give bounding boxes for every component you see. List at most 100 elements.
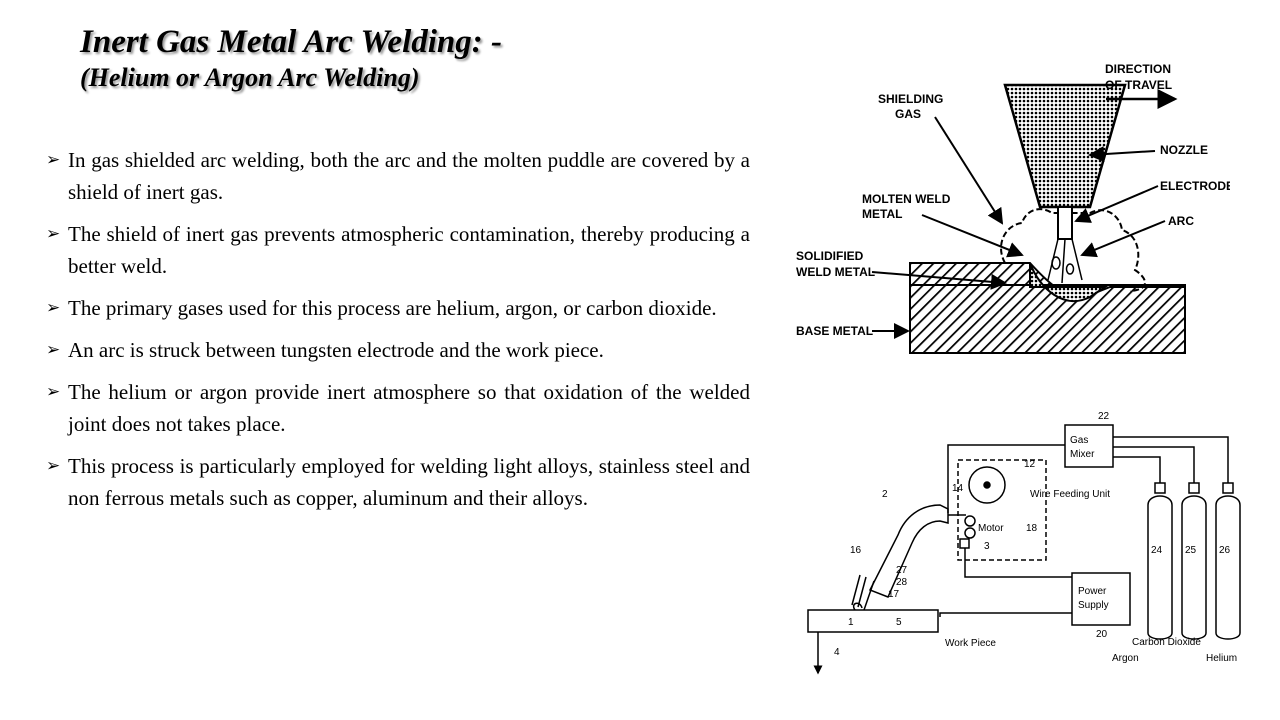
gas-line-co2 bbox=[1113, 446, 1195, 483]
wire-feeding-unit-box bbox=[957, 459, 1047, 561]
nozzle bbox=[1003, 83, 1127, 209]
arrow-bullet-icon: ➢ bbox=[46, 224, 61, 244]
welding-torch bbox=[868, 504, 949, 598]
arrow-bullet-icon: ➢ bbox=[46, 298, 61, 318]
bullet-text: The helium or argon provide inert atmosp… bbox=[68, 380, 750, 436]
power-cable bbox=[964, 548, 1072, 578]
label-helium: Helium bbox=[1206, 653, 1237, 664]
label-electrode: ELECTRODE bbox=[1160, 179, 1230, 193]
number-label: 24 bbox=[1151, 545, 1163, 556]
droplet bbox=[1065, 263, 1075, 275]
number-label: 17 bbox=[888, 589, 900, 600]
label-work-piece: Work Piece bbox=[945, 638, 996, 649]
shielding-gas-cloud bbox=[1000, 208, 1146, 292]
label-shielding-2: GAS bbox=[895, 107, 921, 121]
power-supply-box bbox=[1071, 572, 1131, 626]
number-label: 27 bbox=[896, 565, 908, 576]
torch-nozzle-line bbox=[863, 580, 875, 611]
number-label: 22 bbox=[1098, 411, 1110, 422]
number-label: 18 bbox=[1026, 523, 1038, 534]
number-label: 14 bbox=[952, 483, 964, 494]
label-gas-mixer-2: Mixer bbox=[1070, 449, 1095, 460]
label-molten-1: MOLTEN WELD bbox=[862, 192, 951, 206]
mig-equipment-schematic: Gas Mixer Wire Feeding Unit Motor Power … bbox=[807, 411, 1241, 675]
torch-nozzle-line bbox=[851, 574, 861, 606]
label-power-1: Power bbox=[1078, 586, 1107, 597]
number-label: 20 bbox=[1096, 629, 1108, 640]
label-direction-1: DIRECTION bbox=[1105, 62, 1171, 76]
number-label: 12 bbox=[1024, 459, 1036, 470]
arrow-bullet-icon: ➢ bbox=[46, 456, 61, 476]
bullet-item: ➢ The primary gases used for this process… bbox=[46, 292, 750, 324]
label-power-2: Supply bbox=[1078, 600, 1109, 611]
gas-cylinder-carbon-dioxide bbox=[1147, 495, 1173, 640]
label-nozzle: NOZZLE bbox=[1160, 143, 1208, 157]
number-label: 5 bbox=[896, 617, 902, 628]
bullet-list: ➢ In gas shielded arc welding, both the a… bbox=[46, 144, 750, 524]
label-carbon-dioxide: Carbon Dioxide bbox=[1132, 637, 1201, 648]
title-subtitle: (Helium or Argon Arc Welding) bbox=[80, 63, 420, 92]
welding-cross-section-diagram: DIRECTION OF TRAVEL SHIELDING GAS NOZZLE… bbox=[796, 62, 1230, 354]
feed-roller bbox=[964, 527, 976, 539]
label-motor: Motor bbox=[978, 523, 1004, 534]
feed-roller bbox=[964, 515, 976, 527]
number-label: 26 bbox=[1219, 545, 1231, 556]
droplet bbox=[1051, 256, 1061, 270]
weld-pool bbox=[1029, 262, 1109, 303]
number-label: 2 bbox=[882, 489, 888, 500]
leader-shielding-gas bbox=[934, 116, 1004, 225]
bullet-item: ➢ The helium or argon provide inert atmos… bbox=[46, 376, 750, 440]
number-label: 3 bbox=[984, 541, 990, 552]
arrow-bullet-icon: ➢ bbox=[46, 382, 61, 402]
cylinder-valve bbox=[1222, 482, 1234, 494]
motor-box bbox=[959, 538, 970, 549]
arc-spark bbox=[852, 602, 863, 611]
label-base-metal: BASE METAL bbox=[796, 324, 873, 338]
bullet-text: In gas shielded arc welding, both the ar… bbox=[68, 148, 750, 204]
work-piece bbox=[807, 609, 939, 633]
number-label: 1 bbox=[848, 617, 854, 628]
arc bbox=[1047, 238, 1083, 284]
bullet-text: This process is particularly employed fo… bbox=[68, 454, 750, 510]
leader-molten-weld bbox=[921, 214, 1024, 258]
cylinder-valve bbox=[1154, 482, 1166, 494]
label-solidified-2: WELD METAL bbox=[796, 265, 875, 279]
label-arc: ARC bbox=[1168, 214, 1194, 228]
gas-line-helium bbox=[1113, 436, 1229, 483]
gas-cylinder-argon bbox=[1181, 495, 1207, 640]
torch-nozzle-line bbox=[857, 576, 867, 608]
electrode bbox=[1057, 206, 1073, 240]
leader-electrode bbox=[1074, 185, 1159, 223]
leader-nozzle bbox=[1088, 146, 1156, 163]
gas-cylinder-helium bbox=[1215, 495, 1241, 640]
number-label: 28 bbox=[896, 577, 908, 588]
spool-hub bbox=[983, 481, 991, 489]
number-label: 16 bbox=[850, 545, 862, 556]
bullet-item: ➢ This process is particularly employed f… bbox=[46, 450, 750, 514]
bullet-text: The shield of inert gas prevents atmosph… bbox=[68, 222, 750, 278]
number-label: 25 bbox=[1185, 545, 1197, 556]
label-molten-2: METAL bbox=[862, 207, 902, 221]
leader-arc bbox=[1080, 220, 1166, 258]
arrow-bullet-icon: ➢ bbox=[46, 150, 61, 170]
title-main: Inert Gas Metal Arc Welding: - bbox=[80, 24, 502, 60]
bullet-item: ➢An arc is struck between tungsten elect… bbox=[46, 334, 750, 366]
leader-solidified bbox=[871, 271, 1007, 290]
gas-line bbox=[947, 444, 1065, 513]
gas-line-argon bbox=[1113, 456, 1161, 483]
slide-title: Inert Gas Metal Arc Welding: - (Helium o… bbox=[80, 22, 502, 94]
label-gas-mixer-1: Gas bbox=[1070, 435, 1088, 446]
label-shielding-1: SHIELDING bbox=[878, 92, 943, 106]
gas-mixer-box bbox=[1064, 424, 1114, 468]
arrow-bullet-icon: ➢ bbox=[46, 340, 61, 360]
bullet-text: The primary gases used for this process … bbox=[68, 296, 717, 320]
ground-cable bbox=[939, 612, 1072, 617]
wire-spool bbox=[968, 466, 1006, 504]
bullet-item: ➢ The shield of inert gas prevents atmosp… bbox=[46, 218, 750, 282]
label-argon: Argon bbox=[1112, 653, 1139, 664]
base-metal bbox=[909, 284, 1186, 354]
cylinder-valve bbox=[1188, 482, 1200, 494]
label-direction-2: OF TRAVEL bbox=[1105, 78, 1172, 92]
number-label: 4 bbox=[834, 647, 840, 658]
label-wire-feeding-unit: Wire Feeding Unit bbox=[1030, 489, 1110, 500]
